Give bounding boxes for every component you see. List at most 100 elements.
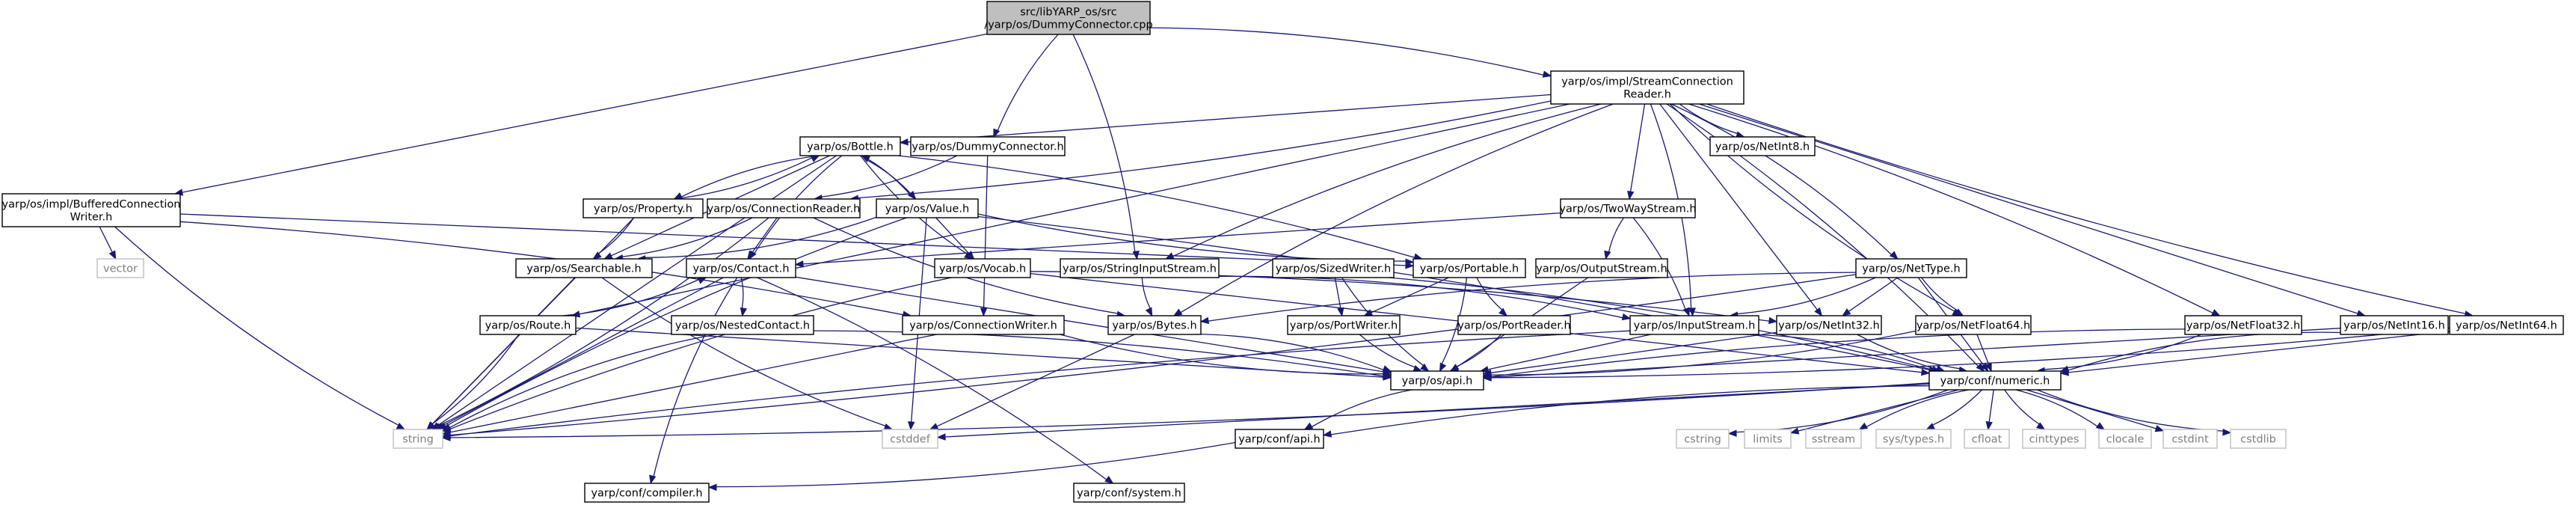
edge-line	[1490, 328, 2341, 378]
include-edge-root-to-bcw	[173, 33, 988, 196]
edge-line	[858, 100, 1552, 199]
edge-line	[2068, 331, 2450, 373]
arrowhead-icon	[1337, 307, 1344, 317]
arrowhead-icon	[2059, 369, 2069, 376]
edge-line	[1141, 277, 1151, 309]
edge-line	[681, 155, 820, 198]
node-box	[1928, 370, 2062, 391]
node-connreader[interactable]: yarp/os/ConnectionReader.h	[707, 198, 861, 218]
node-searchable[interactable]: yarp/os/Searchable.h	[515, 258, 653, 278]
include-edge-value-to-bottle	[861, 155, 916, 200]
edge-line	[1921, 277, 1958, 311]
edge-line	[1060, 334, 1384, 375]
arrowhead-icon	[1858, 422, 1869, 430]
arrowhead-icon	[2222, 429, 2232, 436]
node-sizedwriter[interactable]: yarp/os/SizedWriter.h	[1272, 258, 1395, 278]
include-edge-bytes-to-cstddef	[929, 334, 1135, 430]
edge-line	[1371, 277, 1449, 313]
node-box	[1457, 315, 1571, 335]
arrowhead-icon	[1498, 307, 1508, 316]
node-box	[1805, 429, 1862, 449]
node-sis[interactable]: yarp/os/StringInputStream.h	[1060, 258, 1220, 278]
node-compiler[interactable]: yarp/conf/compiler.h	[584, 483, 710, 503]
node-box	[96, 258, 144, 278]
node-netint64[interactable]: yarp/os/NetInt64.h	[2449, 315, 2564, 335]
arrowhead-icon	[2211, 309, 2221, 316]
node-nettype[interactable]: yarp/os/NetType.h	[1855, 258, 1967, 278]
include-edge-property-to-bottle	[674, 155, 820, 200]
node-box	[1676, 429, 1730, 449]
node-box	[2098, 429, 2152, 449]
node-vocab[interactable]: yarp/os/Vocab.h	[934, 258, 1031, 278]
node-portreader[interactable]: yarp/os/PortReader.h	[1457, 315, 1571, 335]
node-netint32[interactable]: yarp/os/NetInt32.h	[1776, 315, 1882, 335]
arrowhead-icon	[707, 483, 717, 492]
include-edge-scr-to-netint16	[1699, 103, 2366, 317]
node-system[interactable]: yarp/conf/system.h	[1073, 483, 1185, 503]
node-box	[1964, 429, 2010, 449]
node-box	[799, 136, 901, 156]
arrowhead-icon	[1935, 364, 1946, 372]
arrowhead-icon	[441, 434, 451, 441]
arrowhead-icon	[1413, 364, 1423, 372]
include-edge-root-to-dummy	[993, 34, 1059, 138]
node-cinttypes: cinttypes	[2022, 429, 2086, 449]
edge-line	[2068, 331, 2341, 371]
node-label: Reader.h	[1623, 89, 1671, 101]
arrowhead-icon	[1199, 316, 1210, 325]
node-numeric[interactable]: yarp/conf/numeric.h	[1928, 370, 2062, 391]
node-portable[interactable]: yarp/os/Portable.h	[1413, 258, 1526, 278]
node-contact[interactable]: yarp/os/Contact.h	[686, 258, 796, 278]
node-box	[582, 198, 704, 218]
include-edge-scr-to-twoway	[1627, 103, 1646, 201]
node-label: yarp/os/PortReader.h	[1457, 320, 1570, 332]
include-edge-nettype-to-bytes	[1199, 272, 1857, 325]
node-netint8[interactable]: yarp/os/NetInt8.h	[1709, 136, 1816, 156]
node-box	[1709, 136, 1816, 156]
node-confapi[interactable]: yarp/conf/api.h	[1235, 429, 1324, 449]
node-bytes[interactable]: yarp/os/Bytes.h	[1107, 315, 1202, 335]
arrowhead-icon	[1104, 475, 1114, 484]
node-label: yarp/os/TwoWayStream.h	[1559, 203, 1696, 215]
edge-line	[2004, 389, 2040, 425]
node-box	[1550, 70, 1745, 105]
edge-line	[1706, 103, 2466, 314]
node-connwriter[interactable]: yarp/os/ConnectionWriter.h	[902, 315, 1065, 335]
node-value[interactable]: yarp/os/Value.h	[876, 198, 979, 218]
node-route[interactable]: yarp/os/Route.h	[479, 315, 577, 335]
node-portwriter[interactable]: yarp/os/PortWriter.h	[1287, 315, 1401, 335]
arrowhead-icon	[929, 423, 939, 430]
edge-line	[1745, 334, 1937, 370]
edge-line	[445, 217, 907, 427]
node-box	[2184, 315, 2302, 335]
edge-line	[449, 277, 952, 430]
node-label: yarp/os/StringInputStream.h	[1063, 263, 1217, 275]
edge-line	[997, 34, 1059, 131]
arrowhead-icon	[1627, 190, 1635, 201]
node-netint16[interactable]: yarp/os/NetInt16.h	[2340, 315, 2449, 335]
node-label: yarp/conf/numeric.h	[1940, 376, 2050, 388]
node-outputstream[interactable]: yarp/os/OutputStream.h	[1535, 258, 1668, 278]
node-api[interactable]: yarp/os/api.h	[1390, 370, 1484, 391]
node-twoway[interactable]: yarp/os/TwoWayStream.h	[1559, 198, 1697, 218]
node-dummy[interactable]: yarp/os/DummyConnector.h	[910, 136, 1066, 156]
node-bottle[interactable]: yarp/os/Bottle.h	[799, 136, 901, 156]
node-label: yarp/os/Portable.h	[1420, 263, 1519, 275]
node-netfloat32[interactable]: yarp/os/NetFloat32.h	[2184, 315, 2302, 335]
node-netfloat64[interactable]: yarp/os/NetFloat64.h	[1915, 315, 2032, 335]
edge-line	[795, 276, 1384, 373]
node-box	[671, 315, 814, 335]
node-property[interactable]: yarp/os/Property.h	[582, 198, 704, 218]
edge-line	[1388, 277, 1933, 370]
edge-line	[1490, 327, 2450, 379]
node-label: yarp/os/Vocab.h	[939, 263, 1026, 275]
node-inputstream[interactable]: yarp/os/InputStream.h	[1629, 315, 1759, 335]
node-label: yarp/os/OutputStream.h	[1536, 263, 1667, 275]
include-edge-numeric-to-limits	[1789, 389, 1959, 435]
arrowhead-icon	[1768, 316, 1778, 325]
node-nestedcontact[interactable]: yarp/os/NestedContact.h	[671, 315, 814, 335]
edge-line	[1149, 27, 1544, 76]
arrowhead-icon	[794, 260, 804, 268]
